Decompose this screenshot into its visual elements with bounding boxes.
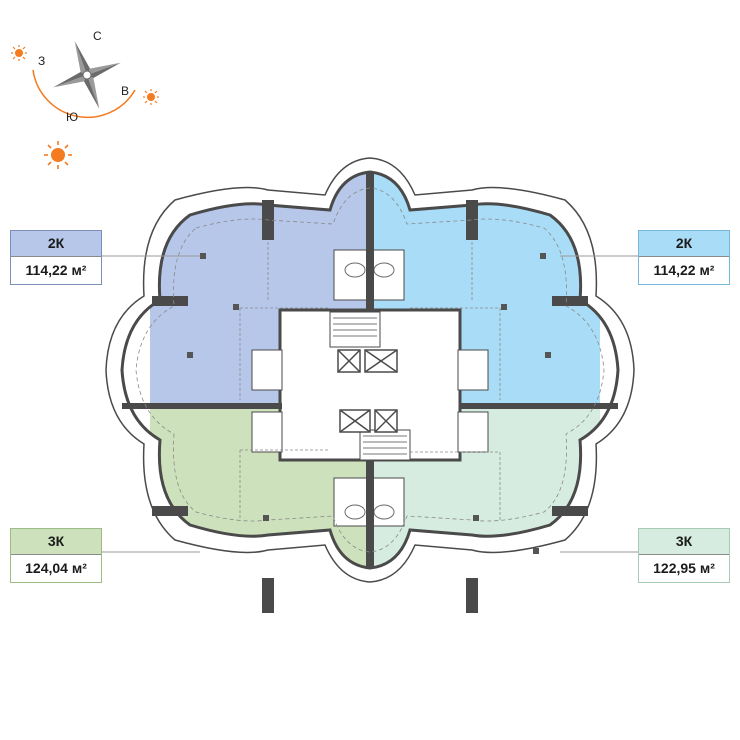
- core-stairs-bottom: [359, 429, 411, 461]
- compass-rose: С В Ю З: [11, 29, 159, 169]
- outer-wall: [120, 170, 620, 570]
- apartment-label-bottom-left[interactable]: 3К 124,04 м²: [10, 528, 102, 583]
- compass-east-label: В: [121, 84, 129, 98]
- inner-dashed-perimeter: [135, 187, 605, 553]
- apartment-area: 114,22 м²: [653, 262, 715, 278]
- sun-south-icon: [44, 141, 72, 169]
- apartment-label-top-left[interactable]: 2К 114,22 м²: [10, 230, 102, 285]
- sun-west-icon: [11, 45, 27, 61]
- apartment-label-bottom-right[interactable]: 3К 122,95 м²: [638, 528, 730, 583]
- apartment-type: 2К: [11, 231, 101, 257]
- columns: [152, 200, 588, 613]
- sun-east-icon: [143, 89, 159, 105]
- balcony-contour: [105, 157, 635, 583]
- compass-north-label: С: [93, 29, 102, 43]
- interior-partitions: [239, 232, 501, 520]
- apartment-type: 2К: [639, 231, 729, 257]
- sun-path-arc: [32, 69, 136, 119]
- compass-west-label: З: [38, 54, 45, 68]
- compass-star-icon: [53, 41, 121, 109]
- apartment-area: 114,22 м²: [25, 262, 87, 278]
- apartment-area: 122,95 м²: [653, 560, 715, 576]
- apartment-area: 124,04 м²: [25, 560, 87, 576]
- room-dot-markers: [187, 253, 551, 554]
- apartment-type: 3К: [639, 529, 729, 555]
- core-stairs-top: [329, 311, 381, 348]
- apartment-label-top-right[interactable]: 2К 114,22 м²: [638, 230, 730, 285]
- central-walls: [122, 172, 618, 568]
- compass-south-label: Ю: [66, 110, 78, 124]
- apartment-type: 3К: [11, 529, 101, 555]
- elevator-shafts: [337, 349, 398, 433]
